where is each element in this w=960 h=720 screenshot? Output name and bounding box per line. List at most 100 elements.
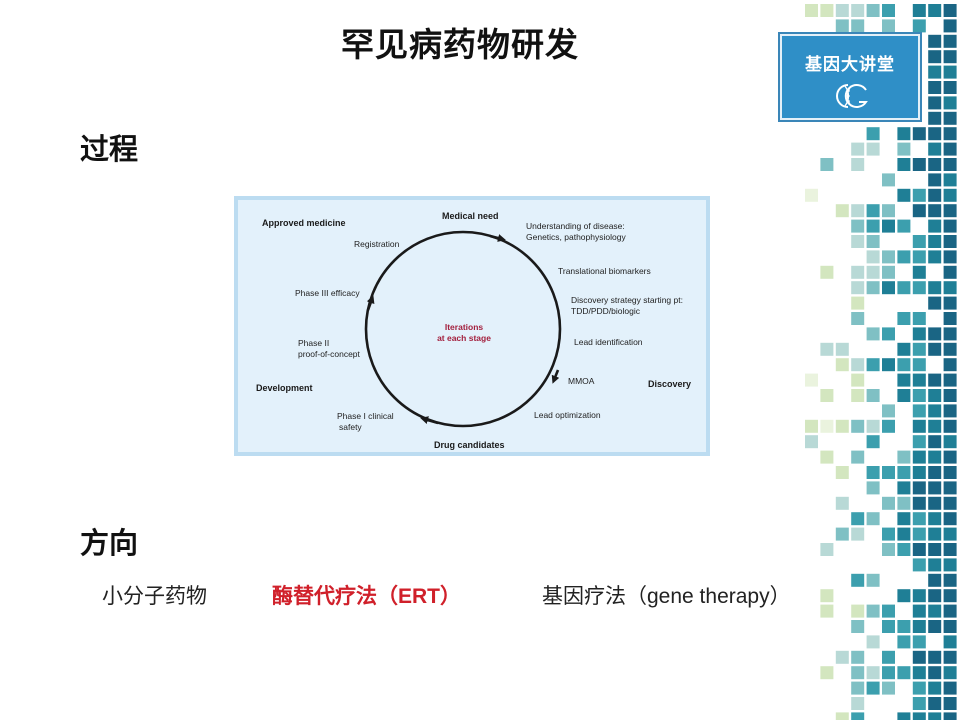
mosaic-tile [851,358,865,372]
mosaic-tile [866,435,880,449]
mosaic-tile [820,389,834,402]
mosaic-tile [912,127,926,141]
mosaic-tile [943,589,957,603]
mosaic-tile [882,543,895,556]
section-heading-direction: 方向 [80,526,139,560]
mosaic-tile [835,204,849,218]
mosaic-tile [897,512,911,526]
mosaic-tile [943,620,957,633]
mosaic-tile [943,450,957,464]
mosaic-tile [943,312,957,325]
mosaic-tile [928,50,942,64]
mosaic-tile [820,604,834,618]
mosaic-tile [866,4,880,17]
mosaic-tile [882,527,895,541]
mosaic-tile [851,296,865,310]
mosaic-tile [851,19,865,33]
mosaic-tile [928,573,942,587]
direction-gene-cn: 基因疗法（ [542,584,647,608]
mosaic-tile [897,358,911,372]
mosaic-tile [897,250,911,264]
mosaic-tile [866,327,880,341]
mosaic-tile [943,373,957,387]
mosaic-tile [943,496,957,510]
step-phase3-efficacy: Phase III efficacy [295,288,360,298]
step-registration: Registration [354,239,400,249]
mosaic-tile [943,635,957,649]
direction-small-molecule-text: 小分子药物 [102,584,207,608]
mosaic-tile [897,543,911,556]
mosaic-tile [835,342,849,356]
stage-development: Development [256,383,313,393]
step-phase1-line2: safety [339,422,362,432]
mosaic-tile [897,158,911,171]
mosaic-tile [912,635,926,649]
mosaic-tile [912,389,926,402]
mosaic-tile [912,681,926,695]
mosaic-tile [912,265,926,279]
mosaic-tile [943,204,957,218]
mosaic-tile [943,219,957,233]
mosaic-tile [866,466,880,479]
mosaic-tile [897,589,911,603]
mosaic-tile [835,650,849,664]
mosaic-tile [943,173,957,187]
mosaic-tile [866,681,880,695]
mosaic-tile [928,543,942,556]
mosaic-tile [835,358,849,372]
mosaic-tile [943,81,957,94]
mosaic-tile [943,419,957,433]
mosaic-tile [912,435,926,449]
mosaic-tile [866,604,880,618]
mosaic-tile [851,373,865,387]
mosaic-tile [851,604,865,618]
mosaic-tile [928,650,942,664]
mosaic-tile [897,127,911,141]
mosaic-tile [882,466,895,479]
mosaic-tile [897,142,911,156]
mosaic-tile [897,188,911,202]
mosaic-tile [928,404,942,418]
mosaic-tile [897,389,911,402]
mosaic-tile [928,558,942,572]
mosaic-tile [866,142,880,156]
mosaic-tile [912,358,926,372]
direction-ert-en: ERT [398,585,440,608]
mosaic-tile [866,512,880,526]
mosaic-tile [928,327,942,341]
mosaic-tile [928,589,942,603]
direction-ert: 酶替代疗法（ERT） [272,580,461,610]
mosaic-tile [882,650,895,664]
mosaic-tile [866,481,880,495]
mosaic-tile [943,512,957,526]
mosaic-tile [820,342,834,356]
mosaic-tile [851,620,865,633]
mosaic-tile [835,496,849,510]
mosaic-tile [912,466,926,479]
mosaic-tile [928,111,942,125]
mosaic-tile [943,34,957,48]
mosaic-tile [912,188,926,202]
direction-ert-cn: 酶替代疗法（ [272,583,398,608]
mosaic-tile [943,435,957,449]
mosaic-tile [897,481,911,495]
mosaic-tile [912,481,926,495]
mosaic-tile [820,158,834,171]
mosaic-tile [912,604,926,618]
mosaic-tile [897,527,911,541]
mosaic-tile [912,404,926,418]
mosaic-tile [866,573,880,587]
mosaic-tile [943,158,957,171]
mosaic-tile [866,666,880,680]
mosaic-tile [882,4,895,17]
mosaic-tile [928,512,942,526]
mosaic-tile [943,96,957,110]
mosaic-tile [851,265,865,279]
mosaic-tile [943,127,957,141]
mosaic-tile [928,173,942,187]
mosaic-tile [882,620,895,633]
logo-text: 基因大讲堂 [805,55,895,75]
mosaic-tile [912,281,926,295]
mosaic-tile [943,358,957,372]
mosaic-tile [928,250,942,264]
